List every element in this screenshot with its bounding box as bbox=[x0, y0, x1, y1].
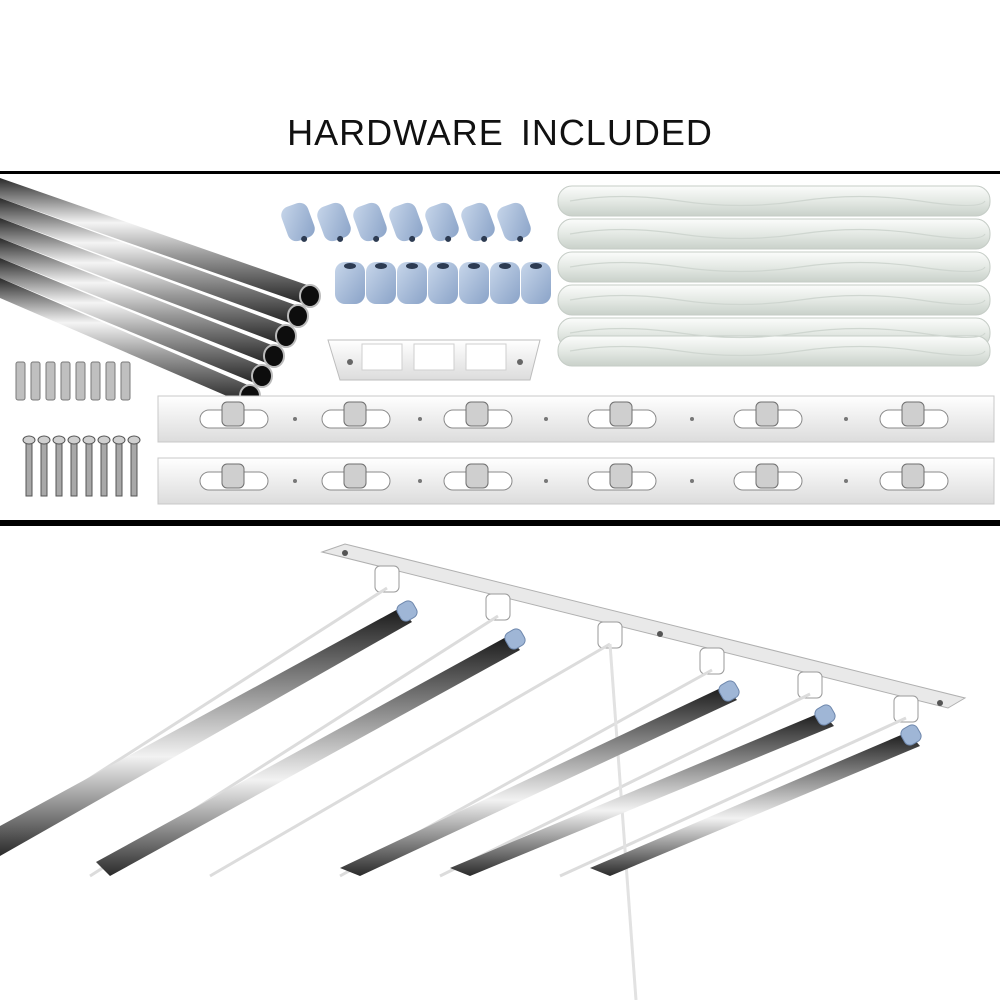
end-caps-row-2 bbox=[335, 262, 551, 304]
mounting-plate-2 bbox=[157, 457, 995, 505]
bottom-divider bbox=[0, 520, 1000, 526]
screws bbox=[22, 435, 141, 497]
installed-view bbox=[0, 526, 1000, 1000]
hardware-illustration bbox=[0, 178, 995, 505]
drying-rods bbox=[0, 608, 920, 876]
end-caps-row-1 bbox=[281, 202, 531, 242]
wall-anchors bbox=[15, 361, 131, 401]
top-divider bbox=[0, 171, 1000, 174]
installed-rack-illustration bbox=[0, 543, 967, 1000]
mounting-plate-1 bbox=[157, 395, 995, 443]
rope-hanks bbox=[557, 185, 991, 367]
pulley-brackets bbox=[374, 565, 919, 723]
page-title: HARDWARE INCLUDED bbox=[287, 112, 713, 153]
hardware-panel bbox=[0, 174, 1000, 520]
center-bracket bbox=[327, 339, 541, 381]
ceiling-plate bbox=[320, 543, 967, 709]
rod-end-caps bbox=[396, 600, 922, 746]
